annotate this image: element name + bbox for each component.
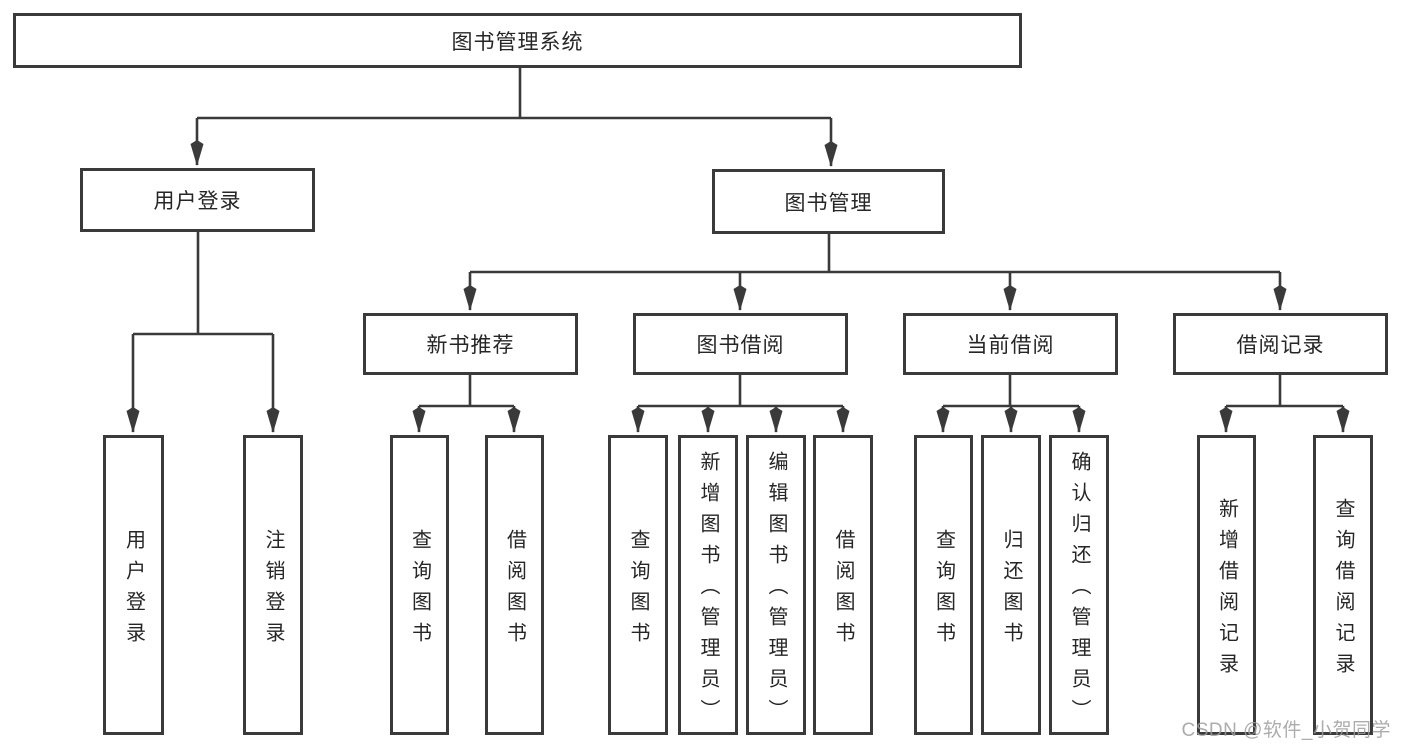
node-book-management: 图书管理 [712, 169, 945, 234]
leaf-borrow-query-books: 查询图书 [608, 435, 668, 735]
leaf-label: 编辑图书（管理员） [765, 451, 787, 730]
leaf-label: 用户登录 [122, 528, 145, 653]
leaf-recommend-borrow-books: 借阅图书 [485, 435, 544, 735]
node-root-system: 图书管理系统 [13, 13, 1022, 68]
leaf-return-books: 归还图书 [981, 435, 1041, 735]
csdn-watermark: CSDN @软件_小贺同学 [1181, 720, 1391, 741]
leaf-label: 查询图书 [408, 528, 431, 653]
leaf-add-borrow-record: 新增借阅记录 [1197, 435, 1256, 735]
leaf-label: 借阅图书 [832, 528, 854, 653]
leaf-label: 新增图书（管理员） [697, 451, 719, 730]
leaf-user-login: 用户登录 [103, 435, 164, 735]
leaf-label: 注销登录 [262, 528, 284, 653]
leaf-current-query-books: 查询图书 [914, 435, 973, 735]
leaf-label: 归还图书 [1000, 528, 1022, 653]
leaf-label: 确认归还（管理员） [1068, 451, 1090, 730]
leaf-label: 新增借阅记录 [1215, 497, 1238, 684]
node-user-login: 用户登录 [80, 168, 315, 232]
leaf-label: 查询借阅记录 [1332, 497, 1354, 684]
node-new-book-recommend: 新书推荐 [363, 313, 578, 375]
leaf-logout: 注销登录 [243, 435, 303, 735]
leaf-edit-book-admin: 编辑图书（管理员） [746, 435, 806, 735]
leaf-label: 查询图书 [627, 528, 649, 653]
leaf-query-borrow-record: 查询借阅记录 [1313, 435, 1373, 735]
leaf-add-book-admin: 新增图书（管理员） [678, 435, 738, 735]
leaf-recommend-query-books: 查询图书 [390, 435, 449, 735]
node-book-borrow: 图书借阅 [633, 313, 848, 375]
leaf-label: 查询图书 [932, 528, 955, 653]
leaf-borrow-books: 借阅图书 [813, 435, 873, 735]
node-current-borrow: 当前借阅 [903, 313, 1118, 375]
node-borrow-records: 借阅记录 [1173, 313, 1388, 375]
leaf-confirm-return-admin: 确认归还（管理员） [1049, 435, 1109, 735]
leaf-label: 借阅图书 [503, 528, 526, 653]
